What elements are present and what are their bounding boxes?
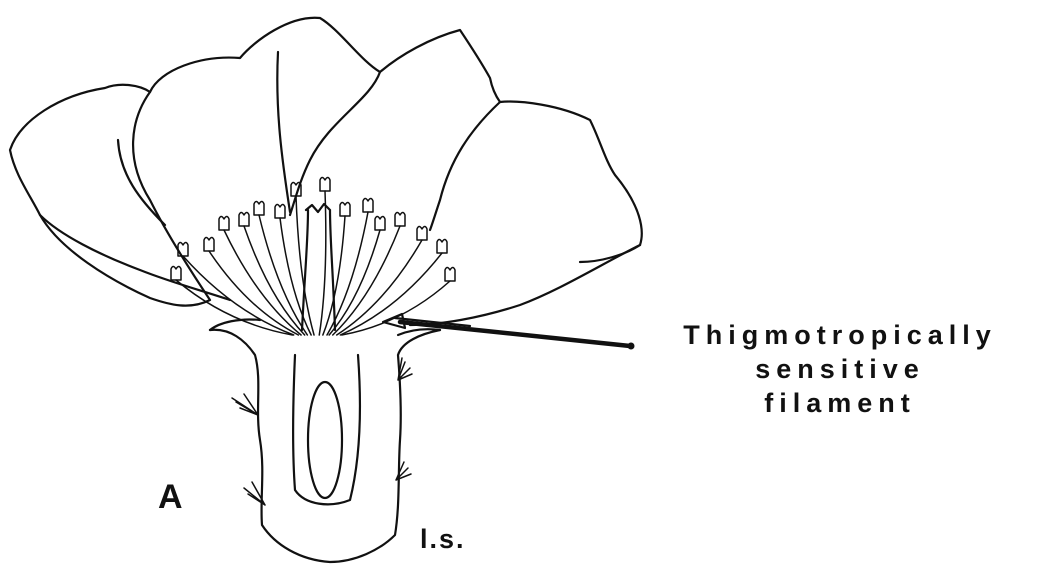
callout-line-1: Thigmotropically: [650, 318, 1030, 352]
ovary-cavity: [308, 382, 342, 498]
stamen-anther: [417, 227, 427, 241]
left-outer-petal: [10, 85, 210, 306]
stamen-filament: [224, 230, 301, 335]
stamen-anther: [395, 213, 405, 227]
petals: [10, 18, 642, 325]
receptacle-outline: [210, 330, 440, 562]
stamen-filament: [319, 191, 326, 335]
inner-ovary-wall: [293, 355, 360, 504]
stamen-anther: [437, 240, 447, 254]
right-petal: [500, 102, 642, 262]
section-label: l.s.: [420, 524, 466, 555]
arrow-tail-dot: [628, 343, 635, 350]
center-petal: [380, 30, 500, 102]
callout-line-3: filament: [650, 386, 1030, 420]
stamen-anther: [320, 178, 330, 192]
stamen-anther: [445, 268, 455, 282]
stamen-anther: [219, 217, 229, 231]
callout-label: Thigmotropically sensitive filament: [650, 318, 1030, 420]
stamen-anther: [204, 238, 214, 252]
stamen-anther: [375, 217, 385, 231]
left-inner-petal: [150, 18, 380, 215]
stamen-anther: [275, 205, 285, 219]
stamen-anther: [254, 202, 264, 216]
stamen-anther: [340, 203, 350, 217]
arrow: [383, 314, 635, 350]
panel-letter: A: [158, 478, 183, 517]
arrow-shaft: [400, 322, 630, 346]
stamen-anther: [171, 267, 181, 281]
right-petal-crease: [430, 102, 500, 230]
spine-cluster-left-upper: [232, 394, 258, 415]
callout-line-2: sensitive: [650, 352, 1030, 386]
stamen-anther: [363, 199, 373, 213]
center-petal-midline: [277, 52, 290, 212]
stamen-filament: [259, 215, 307, 335]
stamens: [171, 178, 455, 336]
stamen-anther: [239, 213, 249, 227]
